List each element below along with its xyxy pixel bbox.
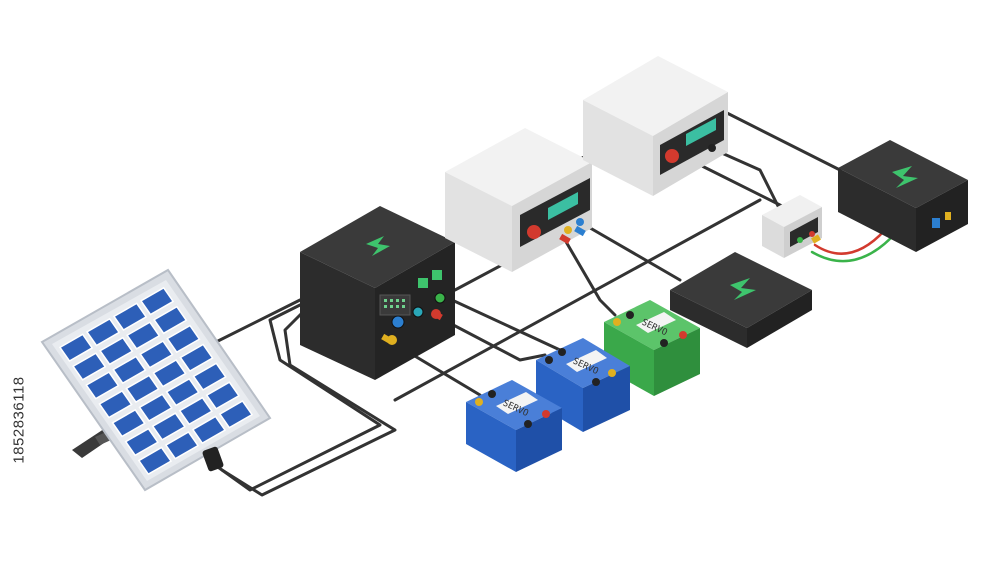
solar-cell xyxy=(139,286,175,316)
charge-controller-box-2 xyxy=(583,56,728,196)
solar-cell xyxy=(179,343,214,373)
solar-cell xyxy=(166,324,201,354)
solar-cell xyxy=(124,427,159,457)
battery-green: SERVO xyxy=(604,300,700,396)
battery-charger-box xyxy=(838,140,968,252)
lightning-bolt-icon xyxy=(892,166,918,188)
solar-cell xyxy=(205,381,240,410)
flat-inverter-box xyxy=(670,252,812,348)
solar-cell xyxy=(112,302,148,331)
solar-cell xyxy=(58,333,94,362)
solar-cell xyxy=(139,340,174,369)
solar-cell xyxy=(85,371,120,400)
cable-plugs xyxy=(381,225,821,345)
battery-blue-front: SERVO xyxy=(466,380,562,472)
solar-cell xyxy=(99,336,134,366)
solar-cell xyxy=(98,389,133,419)
solar-cell xyxy=(192,362,227,391)
charge-controller-box-1 xyxy=(445,128,592,272)
battery-blue-middle: SERVO xyxy=(536,338,630,432)
stock-image-id: 1852836118 xyxy=(6,310,32,530)
solar-cell xyxy=(151,412,186,441)
solar-cell xyxy=(218,400,254,429)
solar-cell xyxy=(85,317,121,347)
solar-cell xyxy=(152,358,187,388)
lightning-bolt-icon xyxy=(366,236,390,256)
solar-panel xyxy=(40,268,272,492)
solar-cell xyxy=(126,321,161,350)
stock-id-text: 1852836118 xyxy=(10,376,28,464)
solar-cell xyxy=(72,352,107,381)
small-connector-device xyxy=(762,195,822,258)
lightning-bolt-icon xyxy=(730,278,756,300)
solar-cell xyxy=(137,446,173,476)
inverter-box xyxy=(300,206,455,380)
solar-cell xyxy=(112,355,147,385)
solar-cell xyxy=(138,393,173,422)
solar-cell xyxy=(165,377,200,407)
solar-cell xyxy=(178,396,213,426)
solar-cell xyxy=(111,408,146,438)
solar-cell xyxy=(125,374,160,404)
solar-cell xyxy=(153,305,188,335)
solar-cell xyxy=(191,415,227,445)
solar-cell xyxy=(164,431,200,460)
